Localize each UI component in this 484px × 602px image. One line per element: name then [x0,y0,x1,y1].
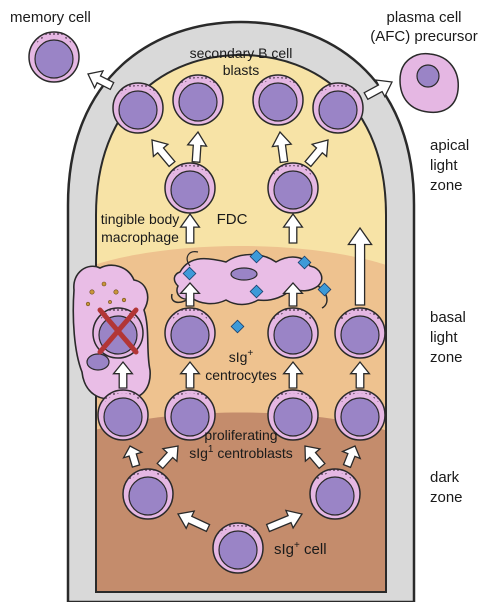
cell-centroblast [309,468,361,520]
cells-layer [28,31,459,574]
apical-zone-label-line2: light [430,157,458,174]
antigen-marker [249,249,264,264]
cell-blast [112,82,164,134]
basal-zone-label-line2: light [430,329,458,346]
start-cell-label: sIg+ cell [274,540,327,558]
secondary-blasts-label-line2: blasts [223,62,260,78]
flow-arrow [363,79,393,101]
flow-arrow [304,445,326,470]
plasma-cell-label-line1: plasma cell [386,9,461,26]
cell-blast [312,82,364,134]
antigen-marker [249,284,264,299]
flow-arrow [349,360,371,389]
antigen-marker [230,319,245,334]
cell-centrocyte [164,307,216,359]
flow-arrow [122,445,144,468]
apoptotic-cross-icon [97,307,139,355]
flow-arrow [271,130,293,164]
flow-arrow [265,509,304,533]
cell-blast [252,74,304,126]
fdc-label: FDC [217,211,248,228]
flow-arrow [304,139,329,168]
cell-centroblast [267,389,319,441]
centrocytes-label-line2: centrocytes [205,367,277,383]
cell-centroblast [334,389,386,441]
secondary-blasts-label-line1: secondary B cell [190,45,293,61]
flow-arrow [179,360,201,389]
basal-zone-label-line3: zone [430,349,463,366]
tingible-body-label-line2: macrophage [101,229,179,245]
flow-arrow [179,212,201,244]
antigen-marker [317,282,332,297]
cell-centroblast [122,468,174,520]
antigen-marker [182,266,197,281]
flow-arrow [186,130,208,163]
antigen-marker [297,255,312,270]
flow-arrow [340,445,362,469]
apical-zone-label-line1: apical [430,137,469,154]
flow-arrow [179,282,201,307]
apical-zone-label-line3: zone [430,177,463,194]
flow-arrow [176,510,211,533]
cell-blast [267,162,319,214]
cell-slg-positive-start [212,522,264,574]
cell-centroblast [97,389,149,441]
follicle-inner-outline [95,53,387,593]
flow-arrow [282,282,304,307]
flow-arrow [282,212,304,244]
basal-zone-label-line1: basal [430,309,466,326]
cell-plasma-precursor [399,52,459,114]
dark-zone-label-line1: dark [430,469,460,486]
flow-arrow [151,139,176,168]
dark-zone-label-line2: zone [430,489,463,506]
cell-blast [172,74,224,126]
cell-memory [28,31,80,83]
cell-centroblast [164,389,216,441]
memory-cell-label: memory cell [10,9,91,26]
flow-arrow [282,360,304,389]
plasma-cell-label-line2: (AFC) precursor [370,28,478,45]
centroblasts-label-line2: sIg1 centroblasts [189,444,293,461]
cell-centrocyte [267,307,319,359]
centroblasts-label-line1: proliferating [204,427,277,443]
centrocytes-label-line1: sIg+ [229,348,254,365]
flow-arrow [156,445,179,470]
arrows-layer [87,69,393,533]
flow-arrow [347,226,373,306]
cell-centrocyte [334,307,386,359]
flow-arrow [112,360,134,389]
cell-blast [164,162,216,214]
tingible-body-label-line1: tingible body [101,211,180,227]
flow-arrow [87,69,115,91]
